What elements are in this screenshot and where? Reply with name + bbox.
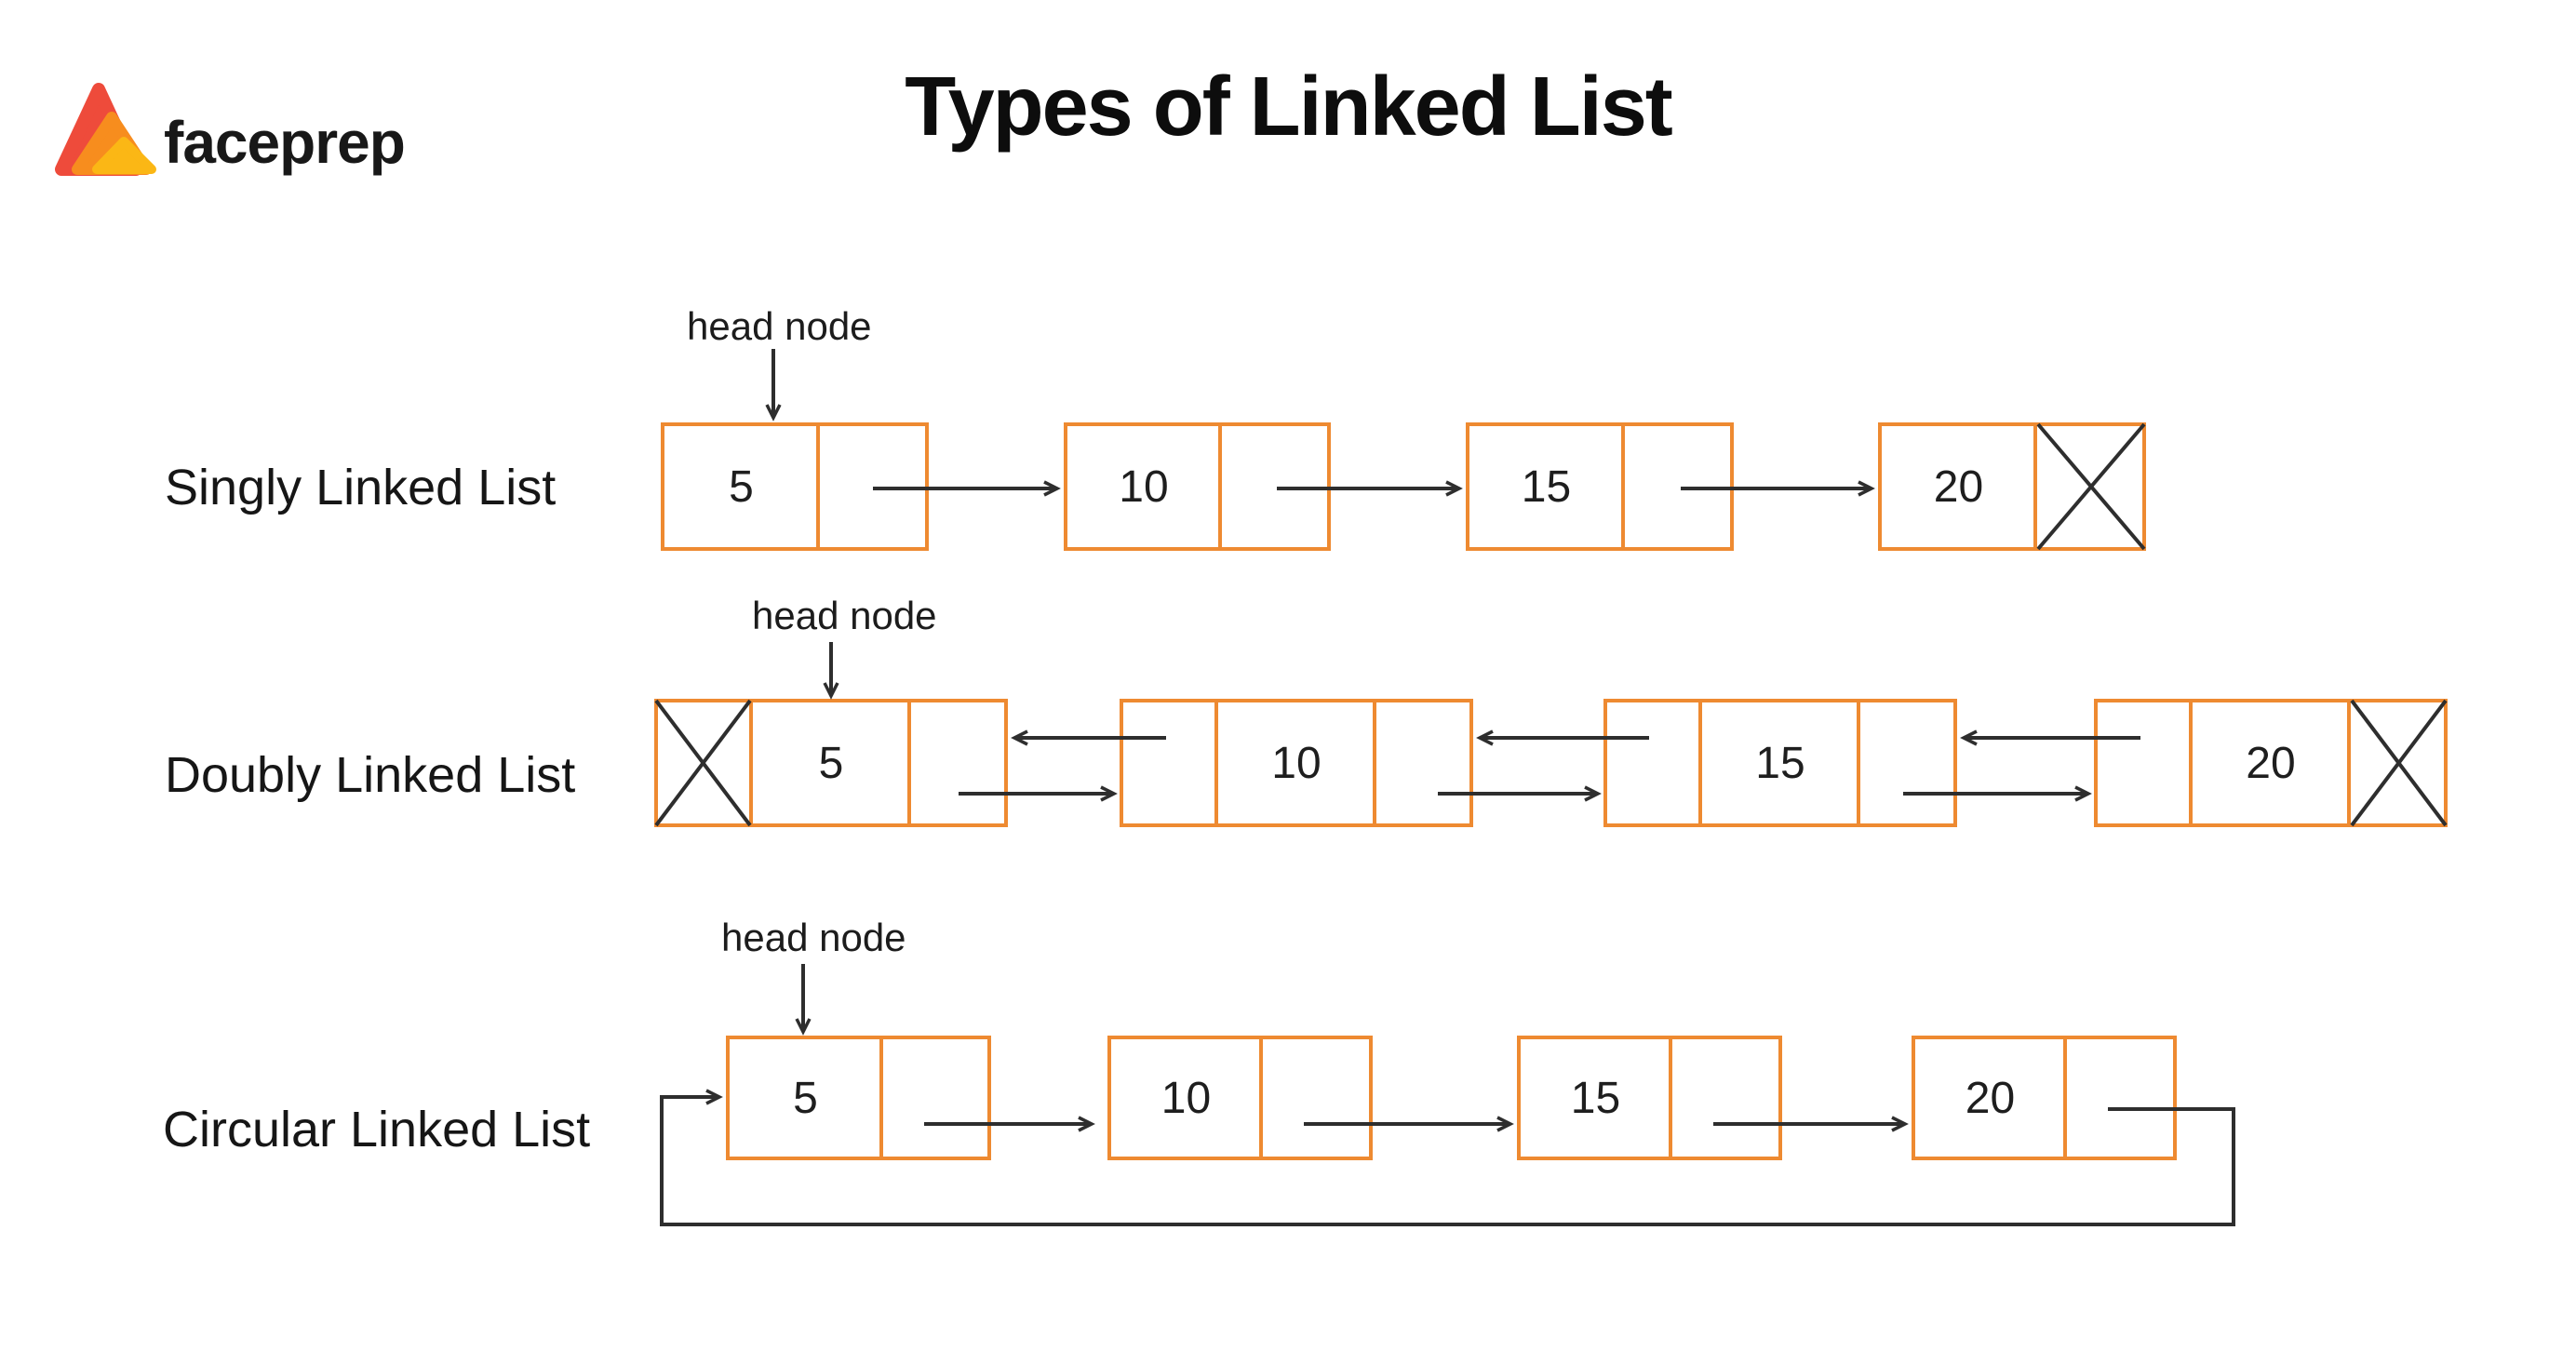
node-next-box [1857, 699, 1957, 827]
node-value: 5 [818, 738, 844, 788]
node-value: 10 [1119, 461, 1169, 512]
node-data-box: 10 [1064, 422, 1224, 551]
node-value: 15 [1755, 738, 1805, 788]
faceprep-logo-icon [55, 83, 156, 176]
circular-loop-arrow [660, 1089, 2235, 1226]
node-data-box: 10 [1107, 1036, 1265, 1160]
singly-null-x-icon [2036, 422, 2146, 551]
node-value: 5 [729, 461, 754, 512]
node-data-box: 15 [1698, 699, 1862, 827]
faceprep-logo-text: faceprep [164, 109, 406, 176]
node-next-box [907, 699, 1008, 827]
faceprep-logo: faceprep [52, 78, 406, 181]
node-next-box [1373, 699, 1473, 827]
node-value: 10 [1161, 1073, 1212, 1123]
node-value: 20 [1933, 461, 1984, 512]
circular-list-label: Circular Linked List [163, 1102, 591, 1157]
doubly-list-label: Doubly Linked List [165, 747, 576, 803]
doubly-head-node-label: head node [752, 594, 937, 637]
node-data-box: 20 [1878, 422, 2039, 551]
node-value: 15 [1521, 461, 1572, 512]
circular-head-node-label: head node [721, 916, 906, 959]
node-data-box: 20 [1912, 1036, 2069, 1160]
page-title: Types of Linked List [905, 60, 1672, 154]
node-pointer-box [1259, 1036, 1373, 1160]
node-data-box: 5 [749, 699, 913, 827]
node-value: 10 [1271, 738, 1322, 788]
node-data-box: 5 [726, 1036, 885, 1160]
doubly-head-null-x-icon [654, 699, 752, 827]
node-data-box: 15 [1466, 422, 1627, 551]
node-value: 15 [1570, 1073, 1621, 1123]
node-value: 5 [793, 1073, 818, 1123]
node-pointer-box [879, 1036, 991, 1160]
node-data-box: 15 [1517, 1036, 1674, 1160]
singly-list-label: Singly Linked List [165, 460, 557, 515]
node-pointer-box [2063, 1036, 2177, 1160]
node-pointer-box [1669, 1036, 1782, 1160]
node-value: 20 [1965, 1073, 2016, 1123]
doubly-tail-null-x-icon [2350, 699, 2448, 827]
node-value: 20 [2246, 738, 2296, 788]
singly-head-node-label: head node [687, 304, 872, 348]
